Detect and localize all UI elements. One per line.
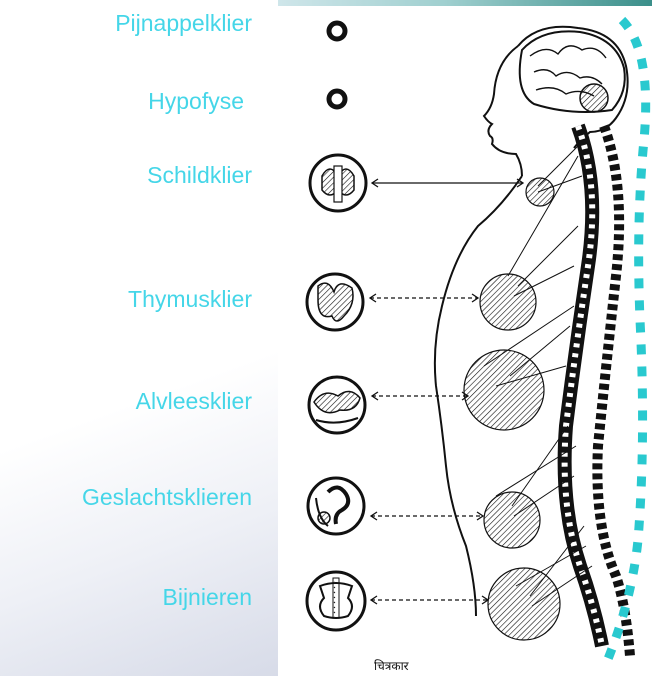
gonads-icon bbox=[308, 478, 364, 534]
label-schildklier: Schildklier bbox=[147, 164, 252, 187]
label-geslachtsklieren: Geslachtsklieren bbox=[82, 486, 252, 509]
artist-signature: चित्रकार bbox=[374, 659, 410, 673]
adrenal-icon bbox=[307, 572, 365, 630]
label-pijnappelklier: Pijnappelklier bbox=[115, 12, 252, 35]
ring-icon bbox=[329, 91, 345, 107]
anatomy-illustration: चित्रकार bbox=[278, 6, 652, 676]
label-bijnieren: Bijnieren bbox=[163, 586, 253, 609]
thyroid-icon bbox=[310, 155, 366, 211]
spinal-column bbox=[565, 126, 630, 656]
ring-icon bbox=[329, 23, 345, 39]
label-alvleesklier: Alvleesklier bbox=[136, 390, 252, 413]
nerve-plexuses bbox=[464, 178, 560, 640]
brain bbox=[520, 31, 625, 112]
thymus-icon bbox=[307, 274, 363, 330]
pancreas-icon bbox=[309, 377, 365, 433]
svg-text:चित्रकार: चित्रकार bbox=[374, 659, 410, 673]
label-hypofyse: Hypofyse bbox=[148, 90, 244, 113]
label-thymusklier: Thymusklier bbox=[128, 288, 252, 311]
